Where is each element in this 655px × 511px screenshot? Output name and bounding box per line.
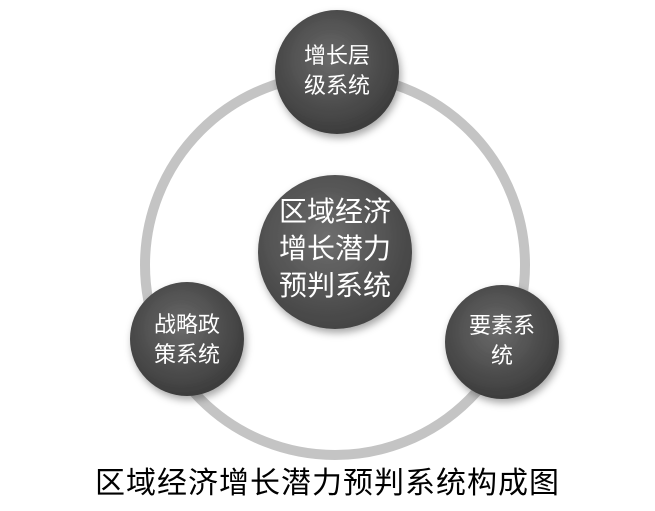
figure-caption: 区域经济增长潜力预判系统构成图: [95, 466, 560, 501]
node-right: 要素系 统: [445, 285, 559, 399]
center-line-3: 预判系统: [279, 269, 391, 302]
node-top: 增长层 级系统: [275, 10, 399, 134]
center-line-2: 增长潜力: [279, 232, 391, 265]
node-right-line-2: 统: [491, 344, 513, 369]
node-left: 战略政 策系统: [130, 282, 244, 396]
node-right-line-1: 要素系: [469, 314, 535, 339]
node-top-line-2: 级系统: [304, 74, 370, 99]
node-top-line-1: 增长层: [304, 44, 370, 69]
center-line-1: 区域经济: [279, 195, 391, 228]
system-diagram: 区域经济 增长潜力 预判系统 增长层 级系统 战略政 策系统 要素系 统: [130, 10, 559, 460]
center-node: 区域经济 增长潜力 预判系统: [258, 175, 412, 329]
node-left-line-1: 战略政: [154, 313, 220, 338]
node-left-line-2: 策系统: [154, 343, 220, 368]
